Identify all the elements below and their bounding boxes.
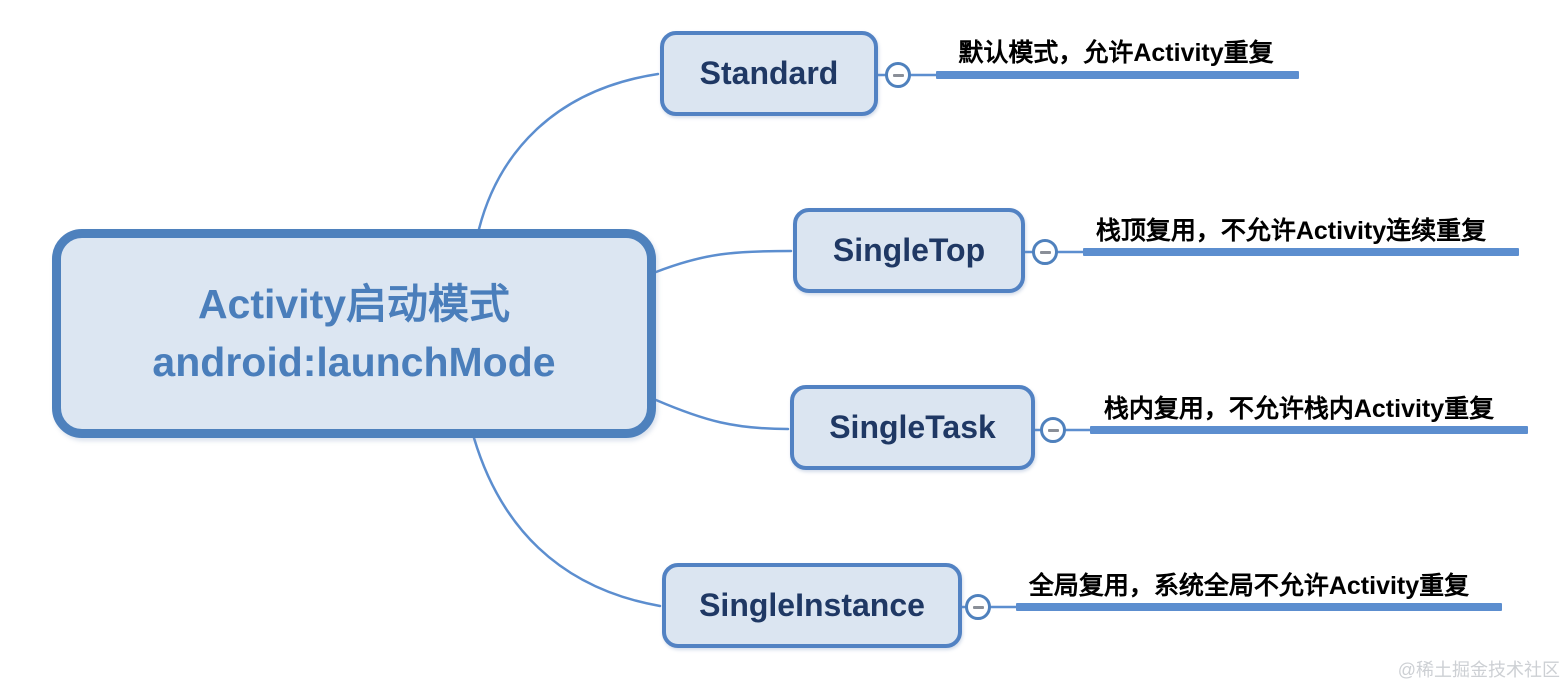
minus-icon	[1047, 428, 1059, 432]
root-topic-line2: android:launchMode	[152, 338, 556, 385]
topic-node-singletask[interactable]: SingleTask	[790, 385, 1035, 470]
watermark-text: @稀土掘金技术社区	[1397, 660, 1560, 680]
connector-root-singletop	[654, 249, 793, 274]
topic-underline-singletask	[1090, 426, 1528, 434]
minus-icon	[892, 73, 904, 77]
topic-label-singletop: SingleTop	[832, 232, 986, 268]
topic-label-singleinstance: SingleInstance	[699, 587, 925, 623]
root-topic-line1: Activity启动模式	[197, 281, 511, 328]
collapse-button-standard[interactable]	[885, 62, 911, 88]
connector-root-singleinstance	[472, 436, 662, 608]
minus-icon	[972, 605, 984, 609]
topic-description-singleinstance[interactable]: 全局复用，系统全局不允许Activity重复	[1028, 572, 1470, 600]
connector-root-singletask	[654, 398, 790, 431]
topic-description-singletop[interactable]: 栈顶复用，不允许Activity连续重复	[1095, 217, 1487, 245]
topic-node-standard[interactable]: Standard	[660, 31, 878, 116]
collapse-button-singletask[interactable]	[1040, 417, 1066, 443]
topic-description-singletask[interactable]: 栈内复用，不允许栈内Activity重复	[1103, 395, 1495, 423]
collapse-button-singleinstance[interactable]	[965, 594, 991, 620]
collapse-button-singletop[interactable]	[1032, 239, 1058, 265]
topic-label-singletask: SingleTask	[829, 409, 996, 445]
root-topic-node[interactable]: Activity启动模式 android:launchMode	[52, 229, 656, 438]
topic-underline-singleinstance	[1016, 603, 1502, 611]
topic-node-singleinstance[interactable]: SingleInstance	[662, 563, 962, 648]
topic-description-standard[interactable]: 默认模式，允许Activity重复	[958, 39, 1274, 67]
topic-underline-standard	[936, 71, 1299, 79]
topic-label-standard: Standard	[699, 55, 839, 91]
topic-node-singletop[interactable]: SingleTop	[793, 208, 1025, 293]
minus-icon	[1039, 250, 1051, 254]
connector-root-standard	[477, 72, 660, 231]
topic-underline-singletop	[1083, 248, 1519, 256]
